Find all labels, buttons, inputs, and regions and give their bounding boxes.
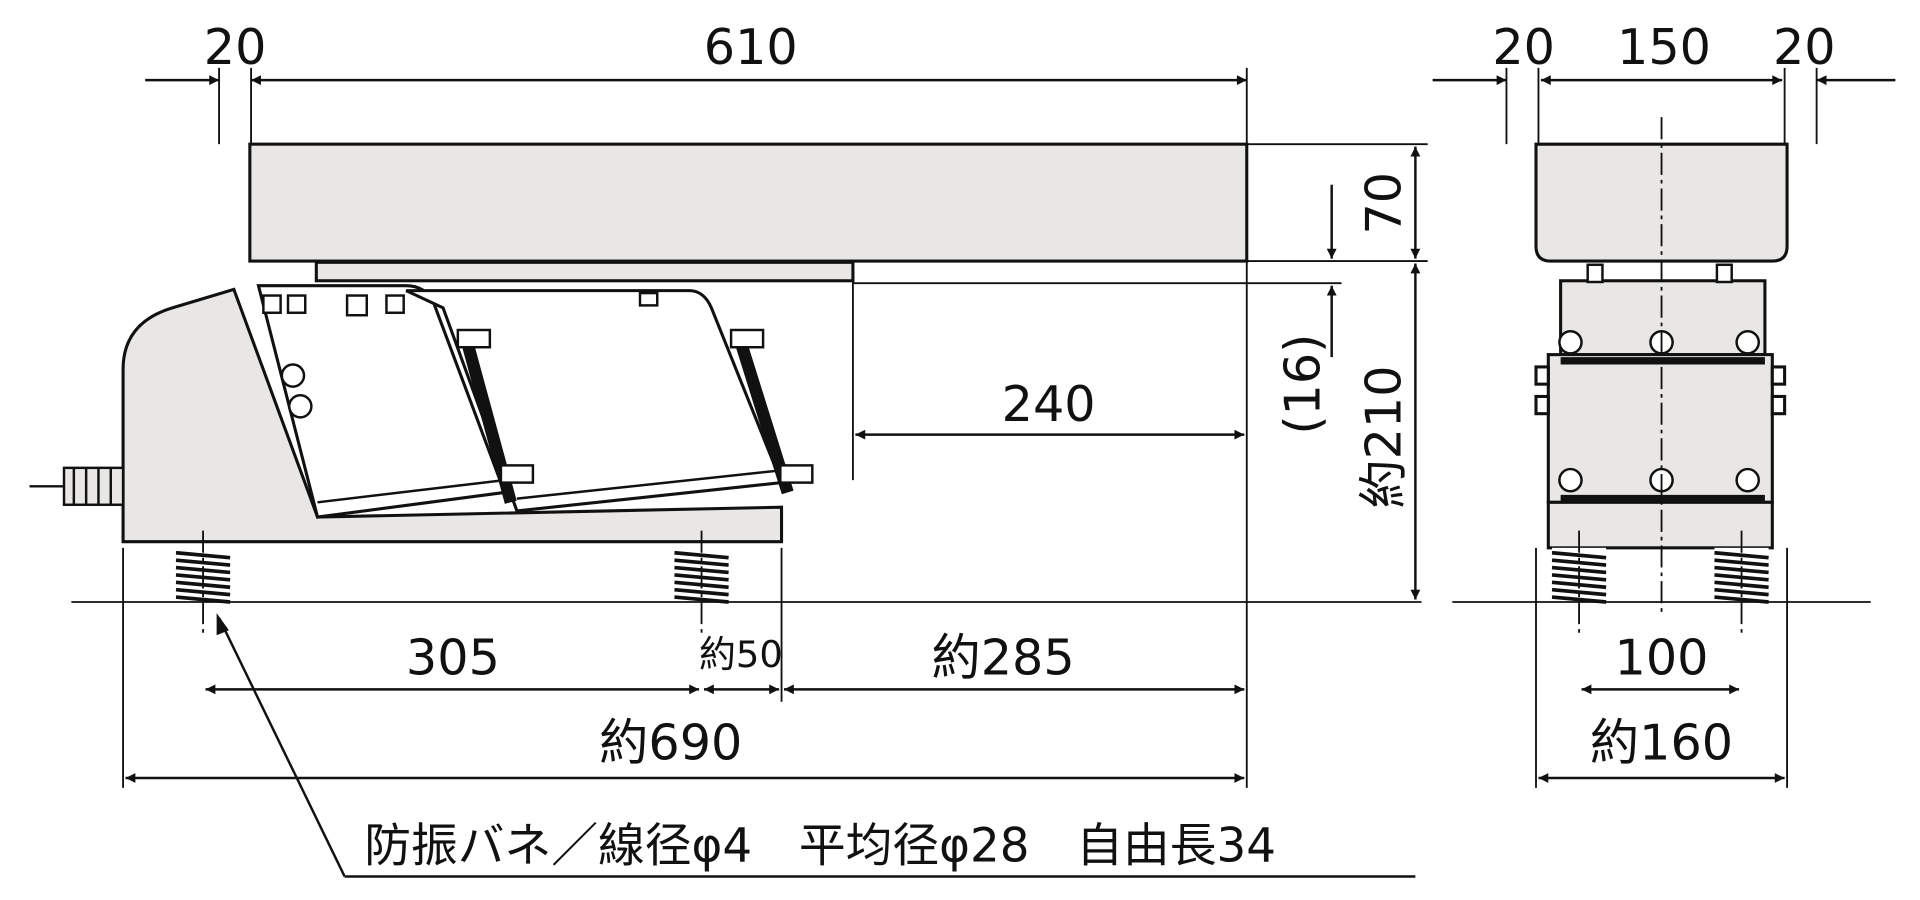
dim-50: 約50 (699, 633, 783, 676)
trough (248, 142, 1249, 263)
dim-20-left: 20 (204, 18, 267, 76)
dim-240: 240 (1002, 375, 1096, 433)
spring-right (672, 528, 731, 636)
front-view: 20 610 240 (16) 70 約210 305 約50 約285 約69… (29, 18, 1428, 878)
side-dim-20-right: 20 (1773, 18, 1836, 76)
dim-70: 70 (1355, 172, 1413, 235)
dim-305: 305 (406, 629, 500, 687)
dim-610: 610 (704, 18, 798, 76)
dim-210: 約210 (1355, 365, 1413, 508)
side-view: 20 150 20 100 約160 (1432, 18, 1896, 788)
spring-note: 防振バネ／線径φ4 平均径φ28 自由長34 (364, 820, 1276, 874)
cable-gland (29, 466, 125, 506)
side-dim-160: 約160 (1590, 714, 1733, 772)
side-dim-150: 150 (1617, 18, 1711, 76)
spring-left (174, 528, 232, 636)
dim-690: 約690 (599, 714, 742, 772)
trough-mount-plate (314, 260, 855, 283)
dim-285: 約285 (931, 629, 1074, 687)
dim-16: (16) (1273, 334, 1331, 435)
side-dim-20-left: 20 (1492, 18, 1555, 76)
side-dim-100: 100 (1615, 629, 1709, 687)
